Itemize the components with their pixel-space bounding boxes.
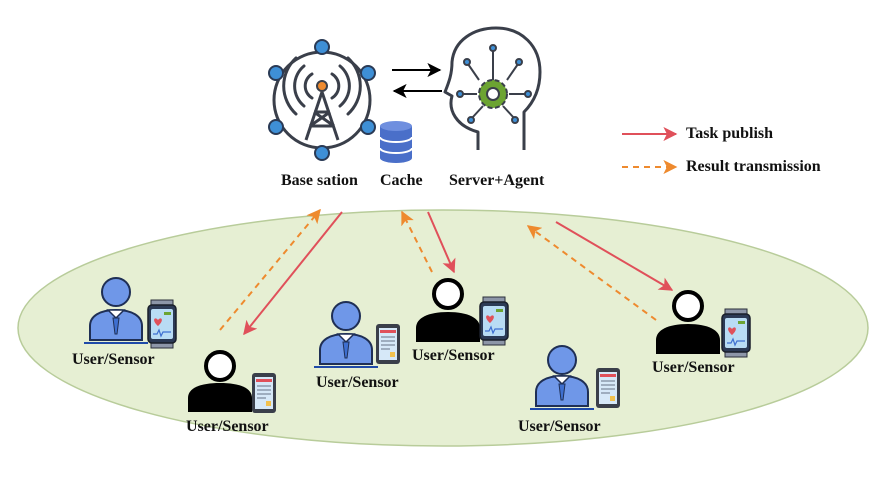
smartphone-icon [596,368,620,408]
user-sensor-label-2: User/Sensor [186,418,269,435]
smartwatch-icon [147,299,177,349]
task-arrow-1 [243,211,343,336]
user-sensor-1 [84,277,177,349]
user-sensor-5 [530,345,620,410]
cache-label: Cache [380,172,423,189]
legend-result-label: Result transmission [686,158,821,175]
smartwatch-icon [479,296,509,346]
user-sensor-label-4: User/Sensor [412,347,495,364]
ai-head-gear-icon [443,26,542,150]
result-arrow-3 [526,225,657,321]
user-sensor-label-1: User/Sensor [72,351,155,368]
user-sensor-label-5: User/Sensor [518,418,601,435]
user-avatar-icon [84,277,148,344]
result-arrow-1 [219,208,321,331]
user-avatar-icon [530,345,594,410]
user-sensor-4 [416,278,509,346]
task-arrow-2 [427,211,456,274]
server-agent-label: Server+Agent [449,172,545,189]
task-arrow-3 [555,221,674,291]
user-sensor-label-6: User/Sensor [652,359,735,376]
database-icon [379,121,413,163]
base-station-label: Base sation [281,172,358,189]
legend-task-label: Task publish [686,125,774,142]
user-sensor-3 [314,301,400,368]
user-sensor-2 [188,350,276,413]
smartphone-icon [376,324,400,364]
user-avatar-icon [416,278,480,342]
smartwatch-icon [721,308,751,358]
user-avatar-icon [656,290,720,354]
user-sensor-label-3: User/Sensor [316,374,399,391]
user-avatar-icon [188,350,252,412]
radio-tower-icon [268,39,376,161]
user-sensor-6 [656,290,751,358]
user-avatar-icon [314,301,378,368]
result-arrow-2 [401,210,433,273]
smartphone-icon [252,373,276,413]
